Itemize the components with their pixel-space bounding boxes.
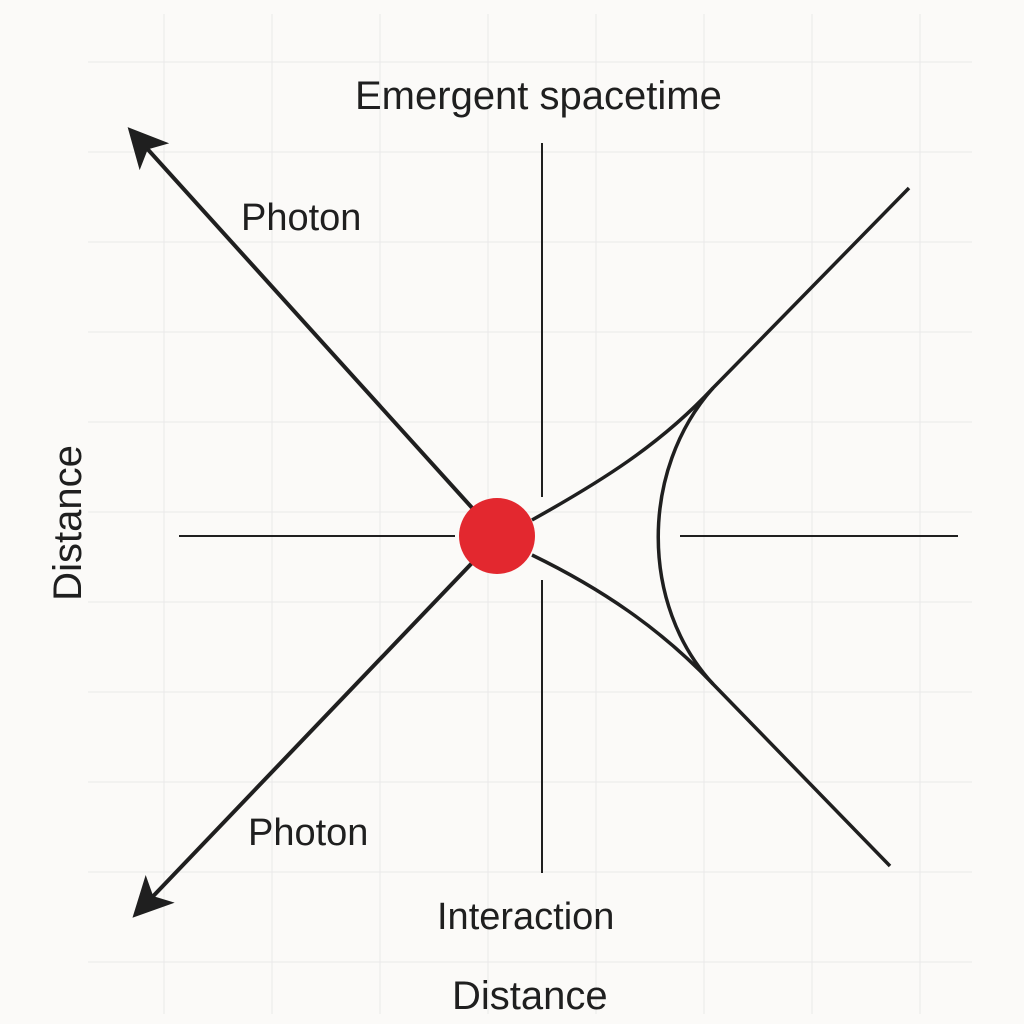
photon-lower-label: Photon: [248, 812, 369, 854]
emergent-curve-upper: [531, 186, 911, 522]
x-axis-label: Distance: [452, 974, 608, 1018]
photon-upper-label: Photon: [241, 197, 362, 239]
photon-upper-arrow: [127, 127, 476, 512]
photon-lower-arrow: [132, 561, 474, 918]
emergent-cap-arc: [656, 386, 715, 686]
interaction-point: [459, 498, 535, 574]
diagram-title: Emergent spacetime: [355, 74, 722, 118]
y-axis-label: Distance: [46, 445, 90, 601]
interaction-label: Interaction: [437, 896, 615, 938]
background-grid: [88, 14, 972, 1014]
